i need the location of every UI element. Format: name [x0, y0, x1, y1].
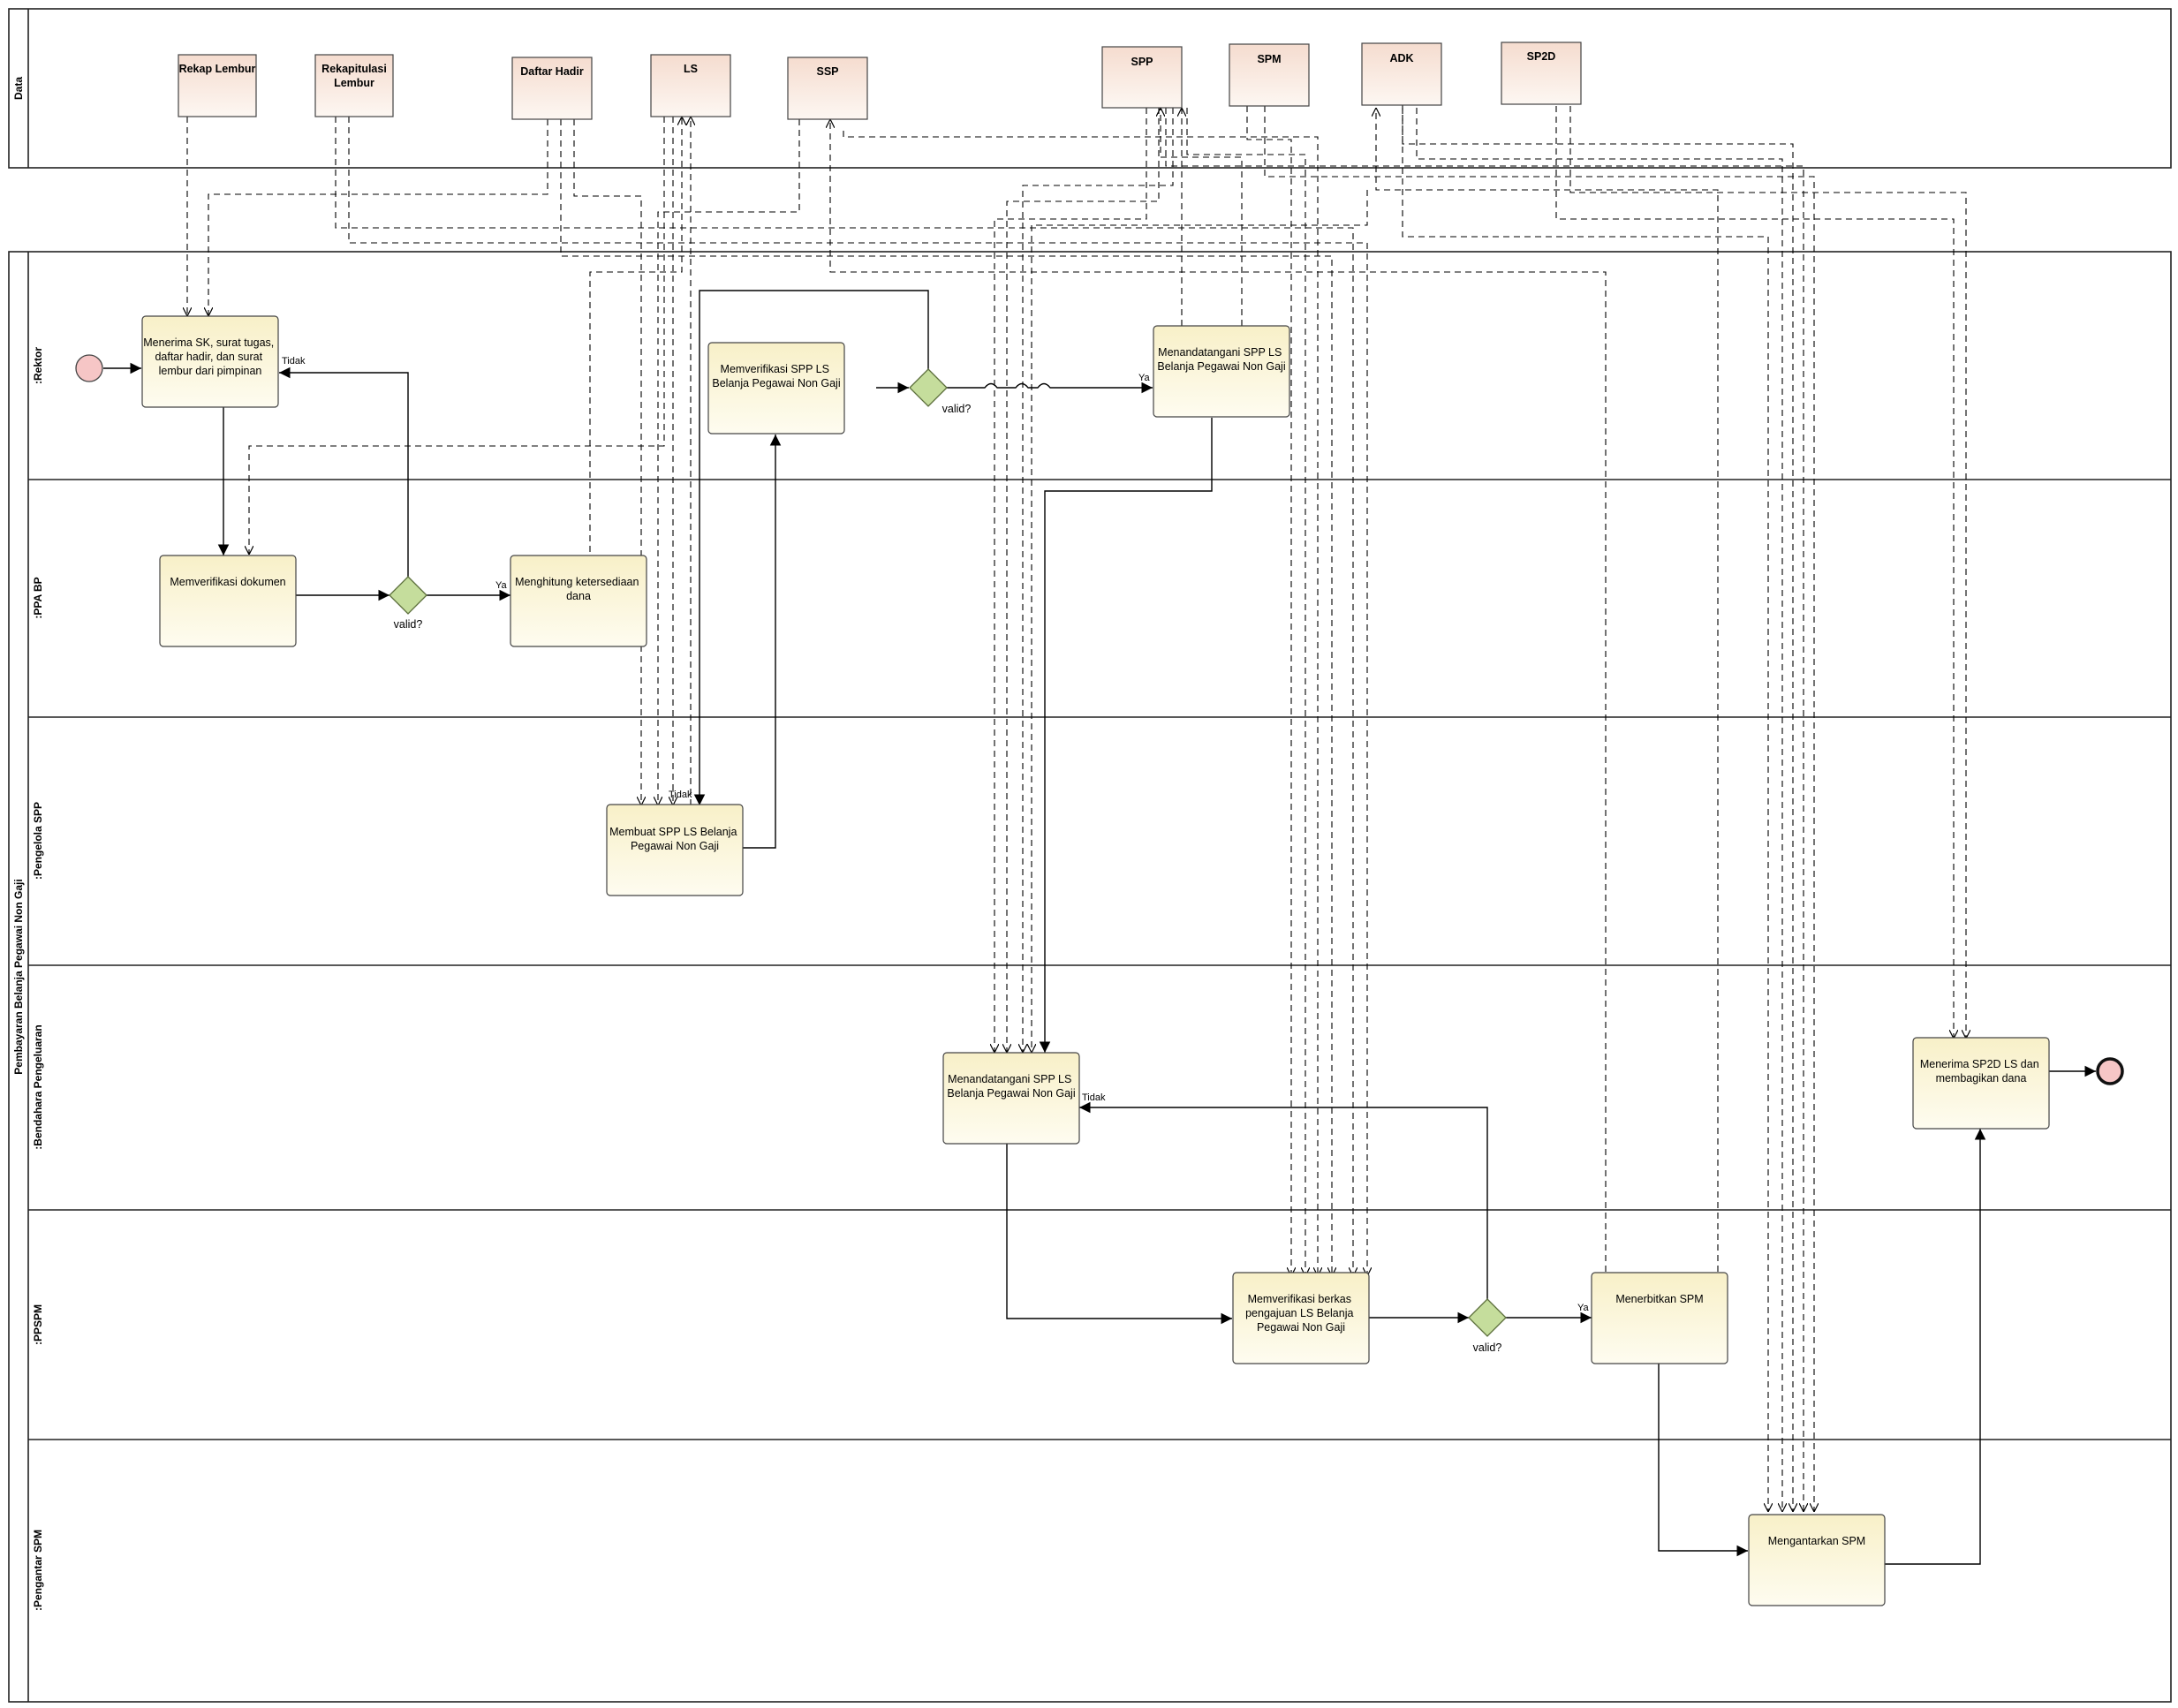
task-mengantarkan-spm[interactable]: Mengantarkan SPM: [1748, 1514, 1886, 1606]
tasks: Menerima SK, surat tugas, daftar hadir, …: [141, 315, 2050, 1606]
task-menghitung-dana[interactable]: Menghitung ketersediaan dana: [510, 555, 647, 647]
gateway-valid-2[interactable]: valid?: [909, 368, 972, 415]
svg-text:SPM: SPM: [1257, 53, 1281, 65]
svg-text:SPP: SPP: [1131, 56, 1153, 68]
svg-text:Menerbitkan SPM: Menerbitkan SPM: [1615, 1293, 1703, 1305]
sequence-flows: [103, 290, 2096, 1565]
task-menandatangani-spp-rektor[interactable]: Menandatangani SPP LS Belanja Pegawai No…: [1153, 325, 1290, 418]
data-lane-label: Data: [12, 77, 25, 100]
data-object-ls[interactable]: LS: [650, 54, 731, 117]
task-memverifikasi-dokumen[interactable]: Memverifikasi dokumen: [159, 555, 297, 647]
events: [75, 354, 2124, 1085]
lane-label-pengelola-spp: :Pengelola SPP: [32, 802, 44, 880]
data-object-ssp[interactable]: SSP: [787, 57, 868, 120]
process-pool: Pembayaran Belanja Pegawai Non Gaji :Rek…: [8, 251, 2172, 1703]
data-object-daftar-hadir[interactable]: Daftar Hadir: [511, 57, 593, 120]
svg-text:Memverifikasi SPP LS B: Memverifikasi SPP LS Belanja Pegawai Non…: [712, 363, 840, 389]
task-menerima-sp2d[interactable]: Menerima SP2D LS dan membagikan dana: [1912, 1037, 2050, 1130]
svg-text:ADK: ADK: [1389, 52, 1413, 64]
data-object-sp2d[interactable]: SP2D: [1501, 42, 1582, 105]
flow-label-ya-1: Ya: [495, 580, 508, 591]
lane-label-bendahara: :Bendahara Pengeluaran: [32, 1024, 44, 1149]
task-memverifikasi-berkas[interactable]: Memverifikasi berkas pengajuan LS Belanj…: [1232, 1272, 1370, 1364]
data-object-spp[interactable]: SPP: [1101, 46, 1183, 109]
task-menerbitkan-spm[interactable]: Menerbitkan SPM: [1591, 1272, 1728, 1364]
lane-label-rektor: :Rektor: [32, 347, 44, 384]
svg-text:valid?: valid?: [1473, 1341, 1502, 1354]
svg-text:Menerima SK, surat tugas,: Menerima SK, surat tugas, daftar hadir, …: [143, 336, 276, 377]
task-membuat-spp[interactable]: Membuat SPP LS Belanja Pegawai Non Gaji: [606, 804, 744, 896]
svg-text:valid?: valid?: [942, 403, 972, 415]
lane-label-ppspm: :PPSPM: [32, 1304, 44, 1345]
lane-label-pengantar-spm: :Pengantar SPM: [32, 1530, 44, 1611]
svg-text:Mengantarkan SPM: Mengantarkan SPM: [1768, 1535, 1865, 1547]
svg-text:valid?: valid?: [394, 618, 423, 631]
svg-text:SP2D: SP2D: [1527, 50, 1556, 63]
data-associations: [187, 104, 1966, 1512]
start-event[interactable]: [75, 354, 103, 382]
flow-label-ya-2: Ya: [1138, 373, 1151, 383]
gateway-valid-3[interactable]: valid?: [1468, 1298, 1507, 1354]
lane-label-ppa-bp: :PPA BP: [32, 577, 44, 618]
svg-text:Daftar Hadir: Daftar Hadir: [520, 65, 584, 78]
flow-labels: Tidak Ya Tidak Ya Tidak Ya: [282, 356, 1590, 1313]
task-menerima-sk[interactable]: Menerima SK, surat tugas, daftar hadir, …: [141, 315, 279, 408]
data-object-spm[interactable]: SPM: [1229, 43, 1310, 107]
task-menandatangani-spp-bendahara[interactable]: Menandatangani SPP LS Belanja Pegawai No…: [942, 1052, 1080, 1145]
flow-label-ya-3: Ya: [1577, 1303, 1590, 1313]
gateways: valid? valid? valid?: [389, 368, 1507, 1354]
data-object-adk[interactable]: ADK: [1361, 42, 1442, 106]
flow-label-tidak-3: Tidak: [1082, 1092, 1106, 1103]
svg-text:Membuat SPP LS Belanja: Membuat SPP LS Belanja Pegawai Non Gaji: [609, 826, 740, 852]
svg-text:Menerima SP2D LS dan m: Menerima SP2D LS dan membagikan dana: [1920, 1058, 2042, 1085]
svg-text:Menghitung ketersediaan: Menghitung ketersediaan dana: [515, 576, 642, 602]
data-object-rekap-lembur[interactable]: Rekap Lembur: [178, 54, 257, 117]
end-event[interactable]: [2096, 1057, 2124, 1085]
flow-label-tidak-1: Tidak: [282, 356, 306, 367]
pool-title: Pembayaran Belanja Pegawai Non Gaji: [12, 879, 25, 1074]
svg-text:Menandatangani SPP LS: Menandatangani SPP LS Belanja Pegawai No…: [947, 1073, 1075, 1100]
gateway-valid-1[interactable]: valid?: [389, 576, 427, 631]
svg-text:Rekap Lembur: Rekap Lembur: [179, 63, 256, 75]
flow-label-tidak-2: Tidak: [669, 790, 692, 800]
task-memverifikasi-spp[interactable]: Memverifikasi SPP LS Belanja Pegawai Non…: [707, 342, 845, 435]
svg-text:Memverifikasi berkas p: Memverifikasi berkas pengajuan LS Belanj…: [1245, 1293, 1357, 1334]
svg-text:Menandatangani SPP LS: Menandatangani SPP LS Belanja Pegawai No…: [1157, 346, 1285, 373]
data-lane: Data: [8, 8, 2172, 169]
svg-text:Memverifikasi dokumen: Memverifikasi dokumen: [170, 576, 285, 588]
svg-text:SSP: SSP: [816, 65, 838, 78]
svg-text:LS: LS: [684, 63, 698, 75]
